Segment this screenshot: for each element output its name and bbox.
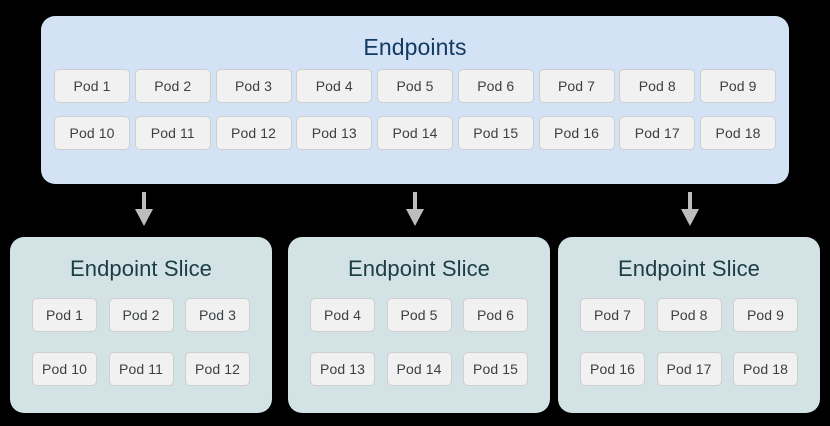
pod-chip[interactable]: Pod 15 [457,116,534,150]
slice-pod-grid: Pod 7 Pod 8 Pod 9 Pod 16 Pod 17 Pod 18 [580,298,798,386]
pod-chip[interactable]: Pod 2 [108,298,174,332]
pod-chip[interactable]: Pod 5 [377,69,453,103]
pod-chip[interactable]: Pod 16 [538,116,615,150]
pod-chip[interactable]: Pod 5 [386,298,452,332]
pod-chip[interactable]: Pod 17 [619,116,696,150]
pod-chip[interactable]: Pod 13 [296,116,373,150]
slice-pod-row-1: Pod 1 Pod 2 Pod 3 [32,298,250,332]
pod-chip[interactable]: Pod 11 [134,116,211,150]
slice-pod-row-2: Pod 10 Pod 11 Pod 12 [32,352,250,386]
pod-chip[interactable]: Pod 13 [310,352,375,386]
pod-chip[interactable]: Pod 8 [656,298,722,332]
pod-chip[interactable]: Pod 12 [215,116,292,150]
arrow-down-icon [404,192,426,226]
pod-chip[interactable]: Pod 18 [700,116,776,150]
arrow-down-icon [133,192,155,226]
pod-chip[interactable]: Pod 4 [296,69,373,103]
pod-chip[interactable]: Pod 10 [32,352,97,386]
pod-chip[interactable]: Pod 1 [32,298,97,332]
slice-pod-row-1: Pod 4 Pod 5 Pod 6 [310,298,528,332]
endpoints-pod-row-2: Pod 10 Pod 11 Pod 12 Pod 13 Pod 14 Pod 1… [54,116,776,150]
slice-pod-row-2: Pod 16 Pod 17 Pod 18 [580,352,798,386]
pod-chip[interactable]: Pod 10 [54,116,130,150]
pod-chip[interactable]: Pod 14 [377,116,453,150]
pod-chip[interactable]: Pod 7 [538,69,615,103]
endpoints-panel: Endpoints Pod 1 Pod 2 Pod 3 Pod 4 Pod 5 … [41,16,789,184]
pod-chip[interactable]: Pod 8 [619,69,696,103]
pod-chip[interactable]: Pod 14 [386,352,452,386]
pod-chip[interactable]: Pod 4 [310,298,375,332]
pod-chip[interactable]: Pod 3 [215,69,292,103]
arrow-down-icon [679,192,701,226]
pod-chip[interactable]: Pod 16 [580,352,645,386]
pod-chip[interactable]: Pod 9 [733,298,798,332]
pod-chip[interactable]: Pod 2 [134,69,211,103]
slice-pod-row-1: Pod 7 Pod 8 Pod 9 [580,298,798,332]
pod-chip[interactable]: Pod 18 [733,352,798,386]
pod-chip[interactable]: Pod 12 [185,352,250,386]
slice-pod-row-2: Pod 13 Pod 14 Pod 15 [310,352,528,386]
pod-chip[interactable]: Pod 3 [185,298,250,332]
endpoints-title: Endpoints [363,34,467,60]
pod-chip[interactable]: Pod 15 [463,352,528,386]
pod-chip[interactable]: Pod 6 [457,69,534,103]
slice-pod-grid: Pod 1 Pod 2 Pod 3 Pod 10 Pod 11 Pod 12 [32,298,250,386]
pod-chip[interactable]: Pod 9 [700,69,776,103]
pod-chip[interactable]: Pod 7 [580,298,645,332]
pod-chip[interactable]: Pod 6 [463,298,528,332]
pod-chip[interactable]: Pod 17 [656,352,722,386]
slice-pod-grid: Pod 4 Pod 5 Pod 6 Pod 13 Pod 14 Pod 15 [310,298,528,386]
endpoint-slice-panel-3: Endpoint Slice Pod 7 Pod 8 Pod 9 Pod 16 … [558,237,820,413]
endpoints-pod-row-1: Pod 1 Pod 2 Pod 3 Pod 4 Pod 5 Pod 6 Pod … [54,69,776,103]
pod-chip[interactable]: Pod 11 [108,352,174,386]
endpoint-slice-title: Endpoint Slice [347,256,491,281]
endpoint-slice-panel-2: Endpoint Slice Pod 4 Pod 5 Pod 6 Pod 13 … [288,237,550,413]
endpoint-slice-panel-1: Endpoint Slice Pod 1 Pod 2 Pod 3 Pod 10 … [10,237,272,413]
pod-chip[interactable]: Pod 1 [54,69,130,103]
endpoint-slice-title: Endpoint Slice [617,256,761,281]
endpoint-slice-title: Endpoint Slice [69,256,213,281]
endpoints-pod-grid: Pod 1 Pod 2 Pod 3 Pod 4 Pod 5 Pod 6 Pod … [54,69,776,150]
